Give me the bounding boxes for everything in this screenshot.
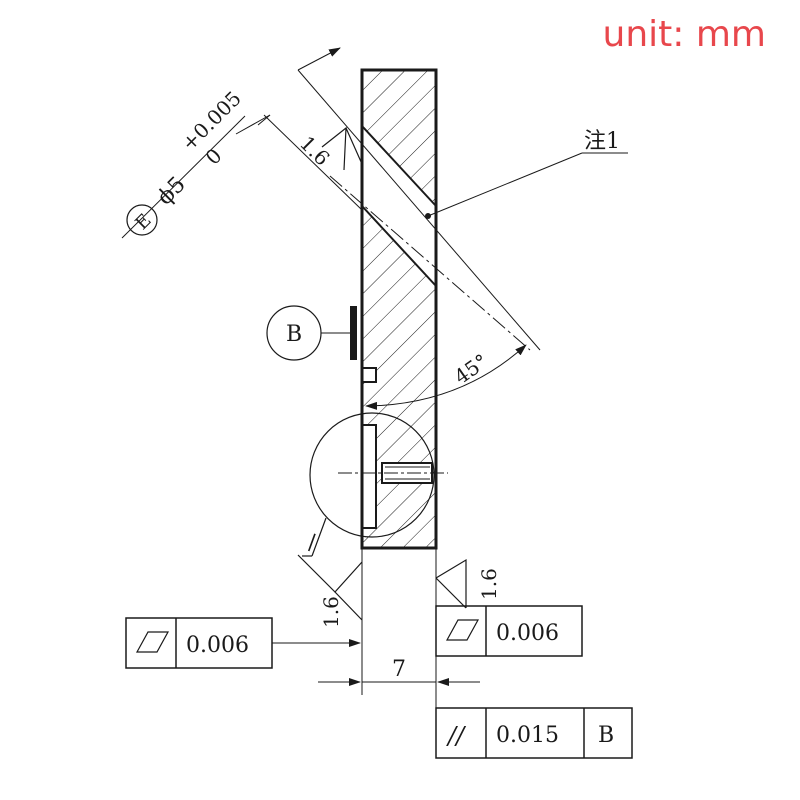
roughness-left-value: 1.6 [319,596,343,628]
angle-label: 45° [450,349,493,389]
parallelism-icon: // [446,722,467,750]
detail-label: 一 [298,529,327,556]
upper-deviation: +0.005 [177,86,246,155]
note-label: 注1 [584,129,620,154]
part-section [329,68,531,550]
note-leader: 注1 [425,129,628,219]
flatness-icon [445,619,480,641]
dimension-width-value: 7 [392,657,406,682]
flatness-right-value: 0.006 [496,621,559,646]
flatness-frame-right: 0.006 [435,605,583,657]
parallelism-frame: // 0.015 B [435,707,633,759]
flatness-icon [135,631,170,653]
diameter-value: ϕ5 [153,172,191,210]
roughness-symbol-bore: 1.6 [295,126,363,170]
width-dimension: 7 [318,657,480,686]
roughness-symbol-left: 1.6 [297,554,363,628]
roughness-symbol-right: 1.6 [435,558,501,609]
datum-b: B [266,305,357,361]
datum-label: B [286,322,302,347]
parallelism-datum: B [598,723,614,748]
parallelism-value: 0.015 [496,723,559,748]
unit-label: unit: mm [602,14,766,55]
flatness-frame-left: 0.006 [125,617,361,669]
roughness-right-value: 1.6 [477,568,501,600]
flatness-left-value: 0.006 [186,633,249,658]
roughness-bore-value: 1.6 [295,131,334,170]
